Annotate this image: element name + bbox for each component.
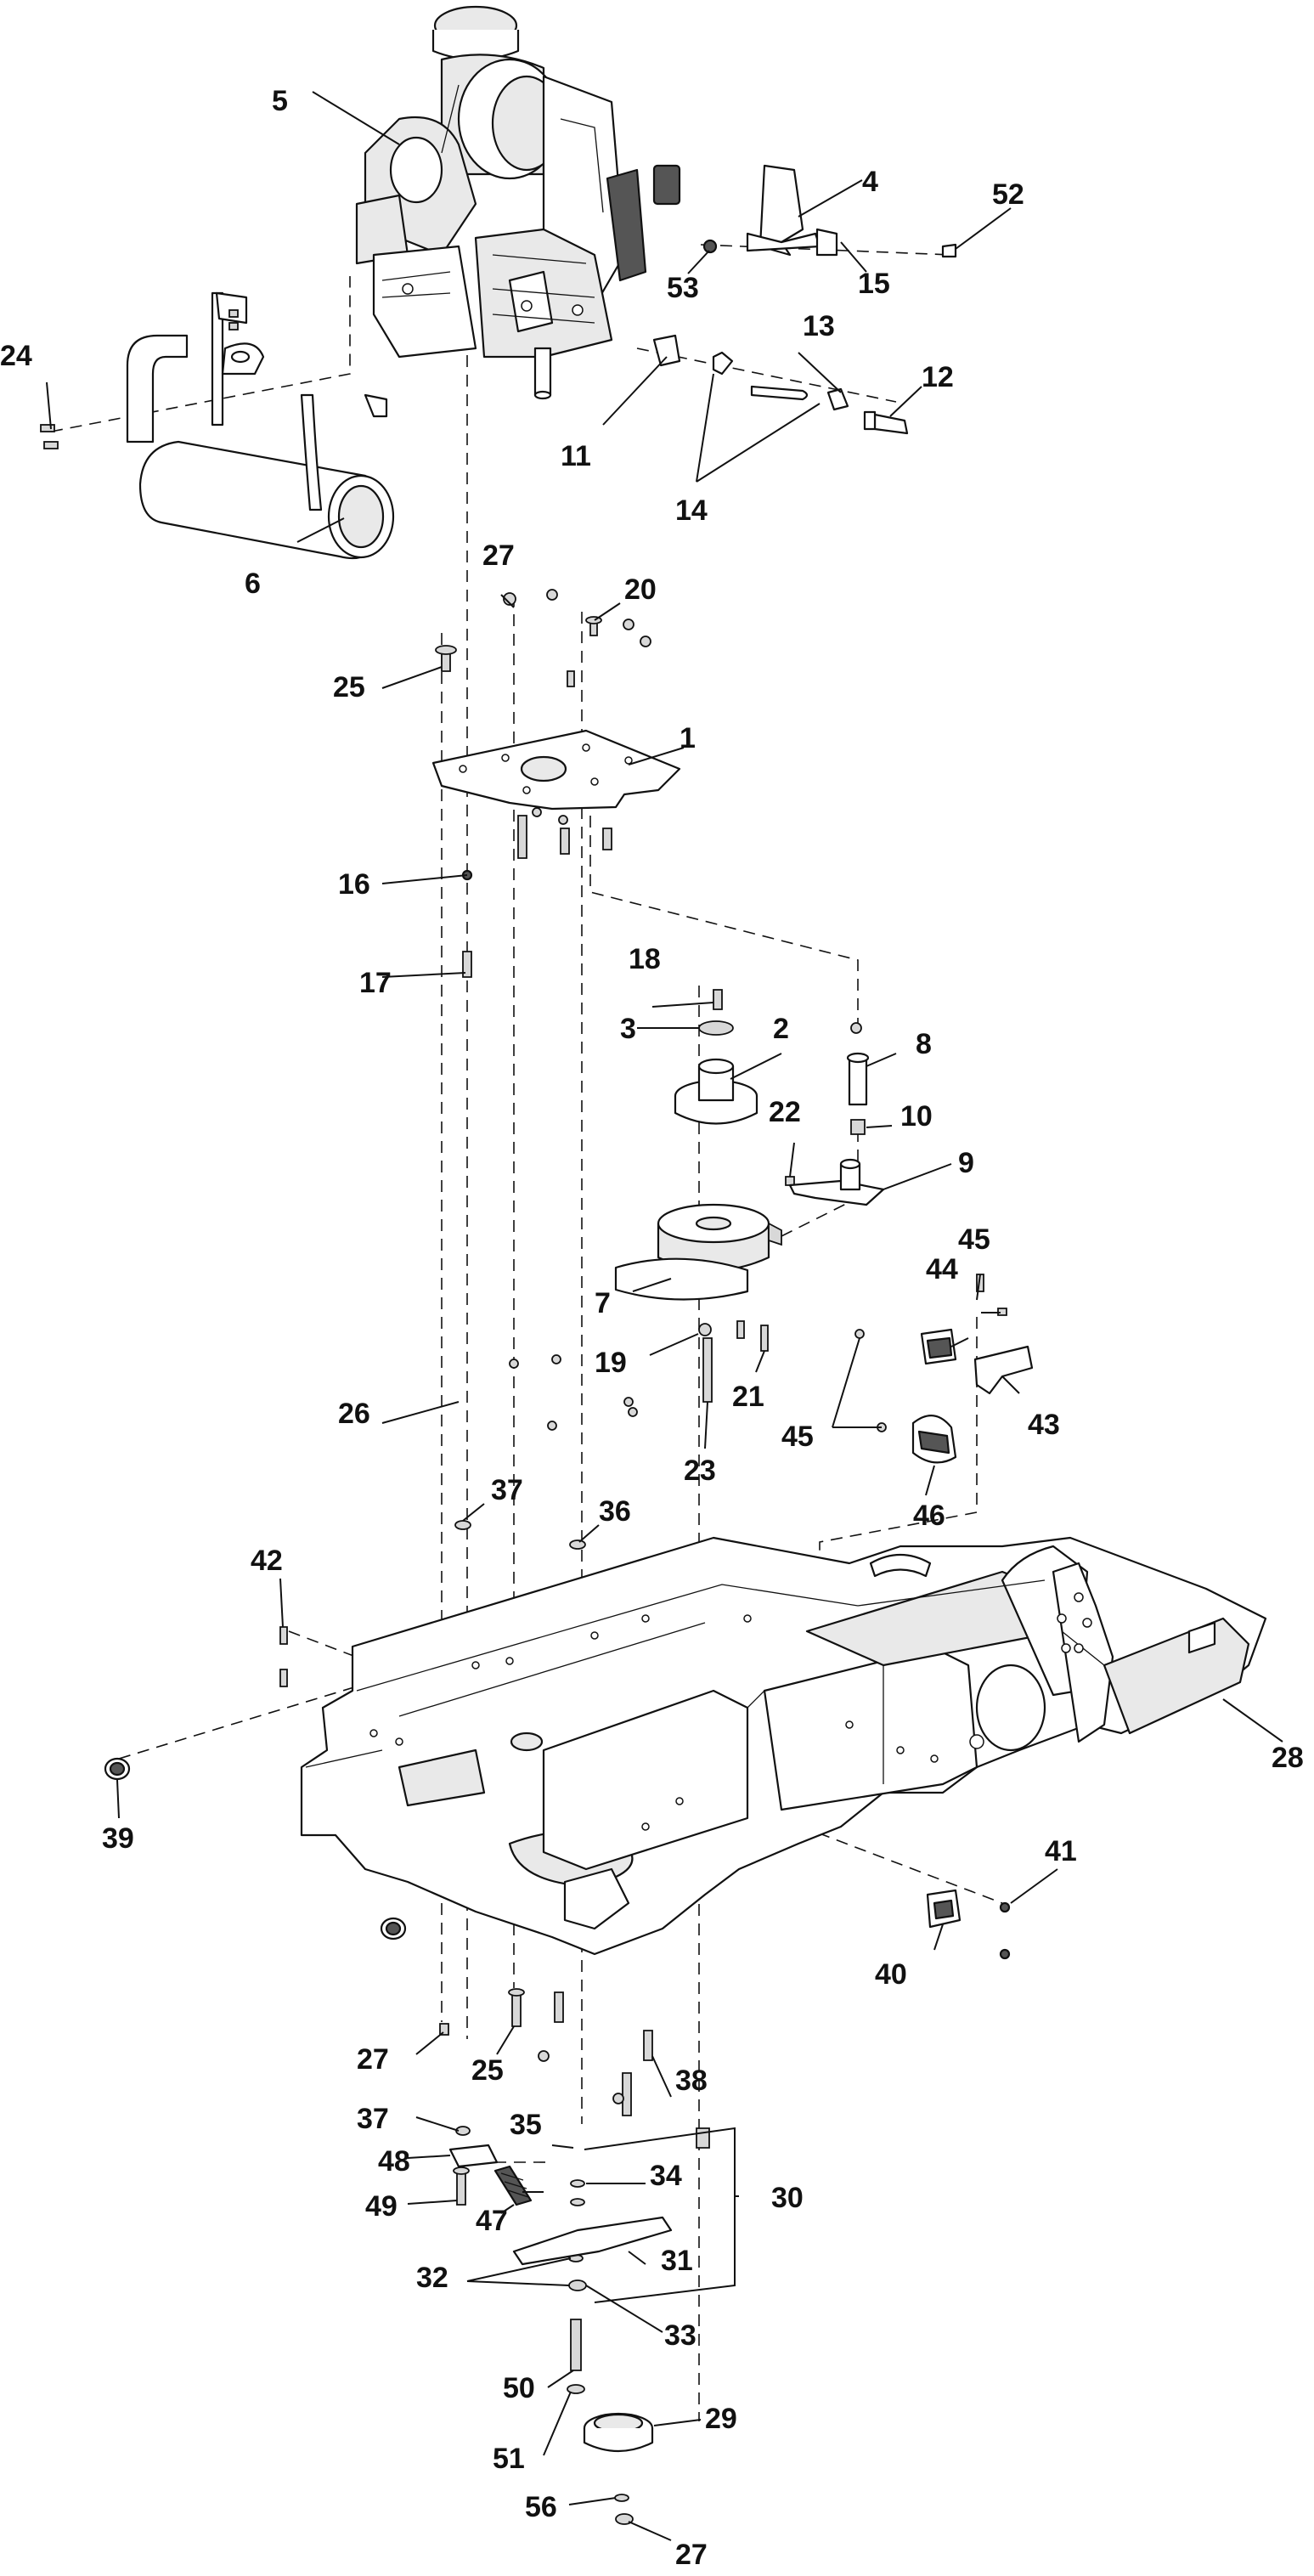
callout-25-top: 25 xyxy=(333,671,365,703)
relay-40 xyxy=(926,1889,1011,1960)
callout-28: 28 xyxy=(1272,1742,1304,1774)
callout-45-bottom: 45 xyxy=(781,1421,814,1453)
main-frame xyxy=(300,1536,1267,1956)
callout-37-top: 37 xyxy=(491,1474,523,1506)
callout-27-mid: 27 xyxy=(357,2043,389,2076)
callout-46: 46 xyxy=(913,1500,945,1532)
callout-50-label: 50 xyxy=(503,2372,535,2404)
callout-56: 56 xyxy=(525,2491,557,2523)
callout-51-label: 51 xyxy=(493,2443,525,2475)
callout-48-label: 48 xyxy=(378,2145,410,2178)
callout-1: 1 xyxy=(680,722,696,754)
callout-11: 11 xyxy=(561,440,591,472)
callout-31: 31 xyxy=(661,2245,693,2277)
callout-52: 52 xyxy=(992,178,1024,211)
callout-27-bottom: 27 xyxy=(675,2539,708,2571)
muffler xyxy=(126,291,395,560)
callout-9: 9 xyxy=(958,1147,974,1179)
callout-30-label: 30 xyxy=(771,2182,804,2214)
callout-grommet: 39 xyxy=(102,1822,134,1855)
callout-10: 10 xyxy=(900,1100,933,1133)
idler-assembly xyxy=(439,1988,736,2525)
callout-49-label: 49 xyxy=(365,2190,398,2223)
bolt-24 xyxy=(40,424,59,449)
callout-8: 8 xyxy=(916,1028,932,1060)
callout-25-bottom: 25 xyxy=(471,2054,504,2087)
callout-42: 42 xyxy=(251,1545,283,1577)
plate-hardware xyxy=(435,589,651,978)
grommet-39 xyxy=(104,1757,407,1940)
callout-14: 14 xyxy=(675,494,708,527)
callout-29: 29 xyxy=(705,2403,737,2435)
callout-23: 23 xyxy=(684,1455,716,1487)
callout-33: 33 xyxy=(664,2319,696,2352)
callout-7: 7 xyxy=(595,1287,611,1319)
callout-21: 21 xyxy=(732,1381,764,1413)
frame-hardware xyxy=(279,1354,638,1687)
switch-bracket xyxy=(854,1274,1034,1464)
callout-53: 53 xyxy=(667,272,699,304)
engine xyxy=(355,5,681,400)
callout-41: 41 xyxy=(1045,1835,1077,1867)
callout-34: 34 xyxy=(650,2160,682,2192)
callout-16: 16 xyxy=(338,868,370,901)
callout-43: 43 xyxy=(1028,1409,1060,1441)
callout-40-label: 40 xyxy=(875,1958,907,1991)
callout-19: 19 xyxy=(595,1347,627,1379)
callout-13: 13 xyxy=(803,310,835,342)
callout-35: 35 xyxy=(510,2109,542,2141)
callout-27-top: 27 xyxy=(482,539,515,572)
callout-22: 22 xyxy=(769,1096,801,1128)
callout-12: 12 xyxy=(922,361,954,393)
callout-45-top: 45 xyxy=(958,1223,990,1256)
pto-clutch xyxy=(614,989,795,1403)
callout-17: 17 xyxy=(359,967,392,999)
callout-38-label: 38 xyxy=(675,2065,708,2097)
callout-47-label: 47 xyxy=(476,2205,508,2237)
callout-36: 36 xyxy=(599,1495,631,1528)
engine-plate xyxy=(431,729,681,811)
callout-26: 26 xyxy=(338,1398,370,1430)
callout-32: 32 xyxy=(416,2262,448,2294)
callout-20: 20 xyxy=(624,573,657,606)
callout-3: 3 xyxy=(620,1013,636,1045)
callout-18: 18 xyxy=(629,943,661,975)
callout-44: 44 xyxy=(926,1253,958,1285)
callout-15: 15 xyxy=(858,268,890,300)
pivot-arm xyxy=(788,1022,885,1206)
callout-2: 2 xyxy=(773,1013,789,1045)
leader-lines xyxy=(46,91,1283,2541)
fuel-parts xyxy=(652,164,957,435)
callout-37-bottom-label: 37 xyxy=(357,2103,389,2135)
callout-24: 24 xyxy=(0,340,32,372)
callout-5: 5 xyxy=(272,85,288,117)
callout-4: 4 xyxy=(862,166,878,198)
callout-6: 6 xyxy=(245,568,261,600)
